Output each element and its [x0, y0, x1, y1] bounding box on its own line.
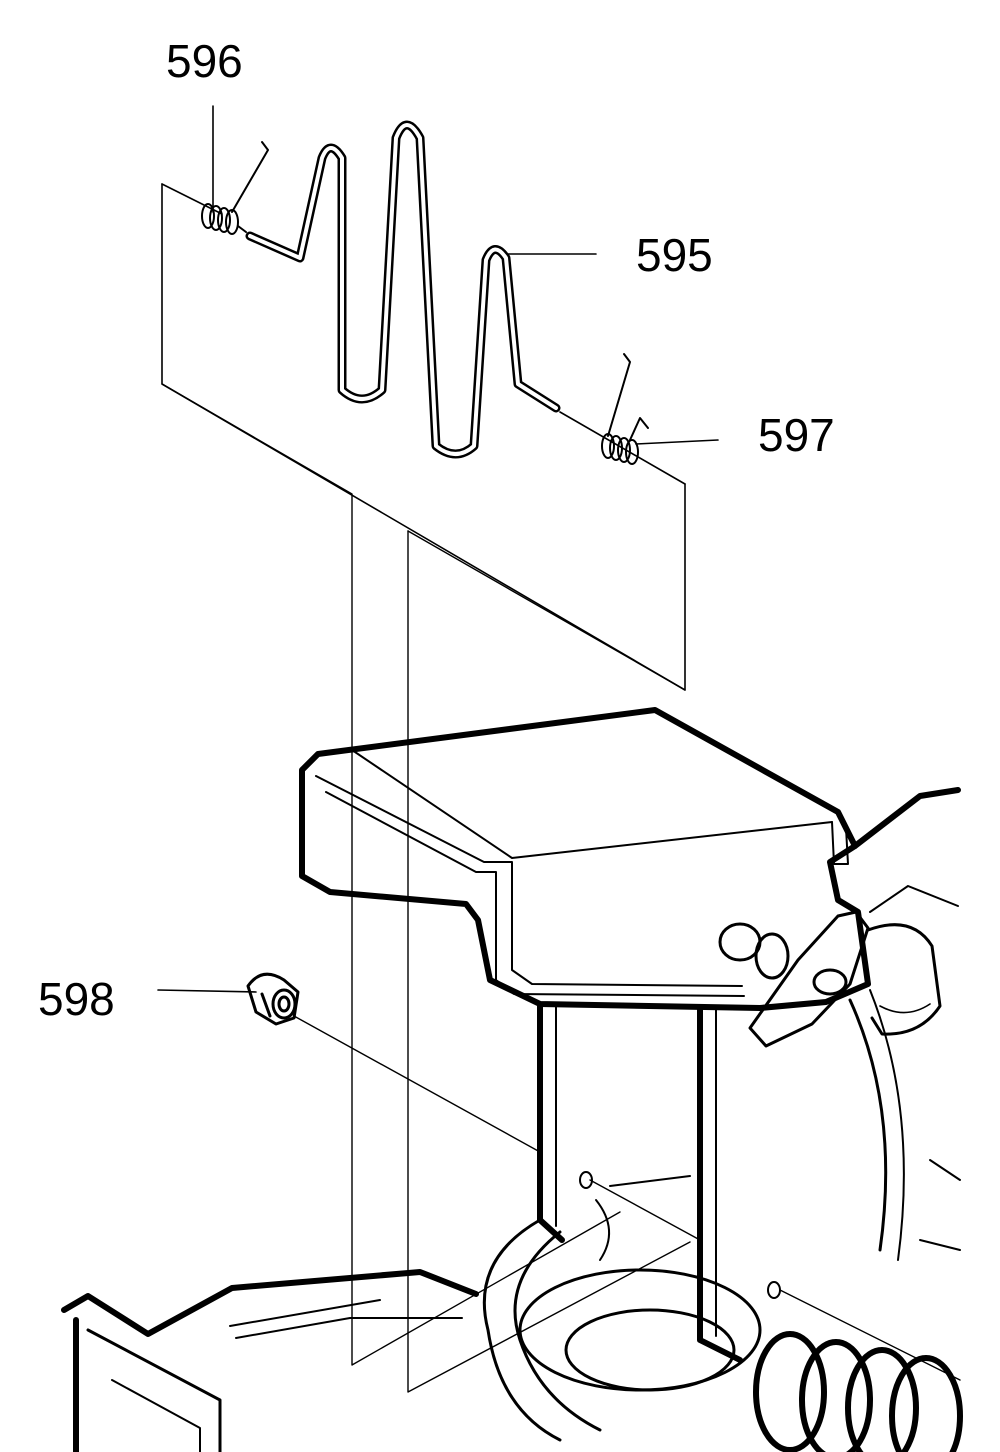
wing-knob: [718, 910, 942, 1048]
callout-597: 597: [758, 409, 835, 461]
chute-base-ring: [482, 1171, 781, 1442]
callout-595: 595: [636, 229, 713, 281]
callout-598: 598: [38, 973, 115, 1025]
auger-coil: [753, 1331, 963, 1452]
chute-deflector: [299, 707, 961, 1011]
torsion-coil-596: [201, 141, 269, 235]
wire-spring-595: [245, 120, 561, 459]
torsion-coil-597: [601, 353, 649, 465]
callout-596: 596: [166, 35, 243, 87]
lock-nut-598: [246, 972, 300, 1026]
machine-frame: [61, 1269, 479, 1452]
leader-lines: [157, 105, 719, 993]
